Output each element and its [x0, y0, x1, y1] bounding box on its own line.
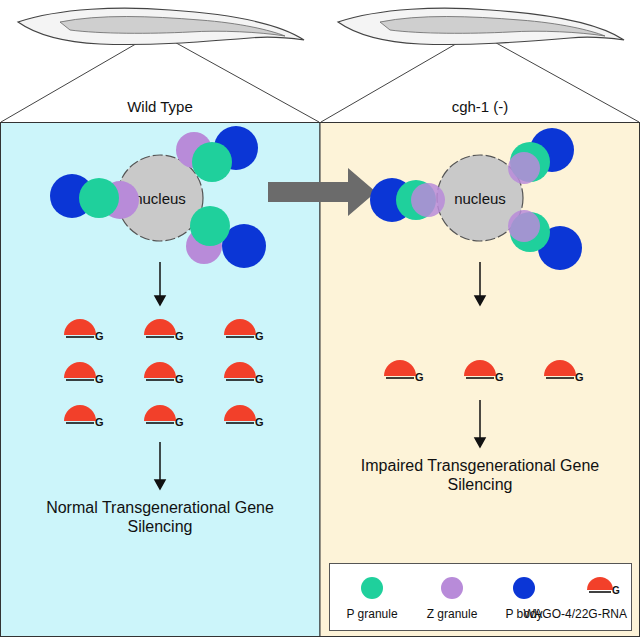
nucleus-circle: nucleus	[116, 154, 204, 242]
g-letter: G	[575, 372, 584, 383]
legend-swatch	[513, 577, 535, 599]
node-label: nucleus	[454, 190, 506, 207]
g-letter: G	[95, 331, 104, 342]
g-letter: G	[255, 331, 264, 342]
wago-icon	[544, 360, 576, 378]
wago-icon	[144, 405, 176, 423]
mutant-panel	[320, 123, 640, 637]
wago-icon	[224, 405, 256, 423]
outcome-text: Impaired Transgenerational Gene Silencin…	[355, 456, 605, 494]
wago-icon	[224, 362, 256, 380]
panel-title: cgh-1 (-)	[452, 98, 509, 115]
g-letter: G	[415, 372, 424, 383]
g-letter: G	[495, 372, 504, 383]
g-letter: G	[175, 331, 184, 342]
legend-swatch	[361, 577, 383, 599]
wago-icon	[64, 405, 96, 423]
wago-icon	[587, 577, 613, 592]
wago-icon	[384, 360, 416, 378]
g-letter: G	[255, 374, 264, 385]
wago-icon	[144, 319, 176, 337]
wago-icon	[224, 319, 256, 337]
g-letter: G	[175, 417, 184, 428]
legend-box	[330, 564, 632, 631]
legend-label: P granule	[346, 607, 397, 621]
wago-icon	[464, 360, 496, 378]
legend-label: WAGO-4/22G-RNA	[523, 607, 627, 621]
legend-swatch	[441, 577, 463, 599]
g-letter: G	[255, 417, 264, 428]
outcome-text: Normal Transgenerational Gene Silencing	[35, 498, 285, 536]
legend-label: Z granule	[427, 607, 478, 621]
worm-illustration	[18, 8, 624, 44]
g-letter: G	[95, 417, 104, 428]
g-letter: G	[175, 374, 184, 385]
g-letter: G	[95, 374, 104, 385]
wago-icon	[64, 319, 96, 337]
g-letter: G	[612, 586, 620, 596]
node-label: nucleus	[134, 190, 186, 207]
flow-arrows	[155, 262, 485, 489]
wago-icon	[64, 362, 96, 380]
transition-arrow	[268, 168, 376, 216]
wago-icon	[144, 362, 176, 380]
nucleus-circle: nucleus	[436, 154, 524, 242]
panel-title: Wild Type	[127, 98, 193, 115]
